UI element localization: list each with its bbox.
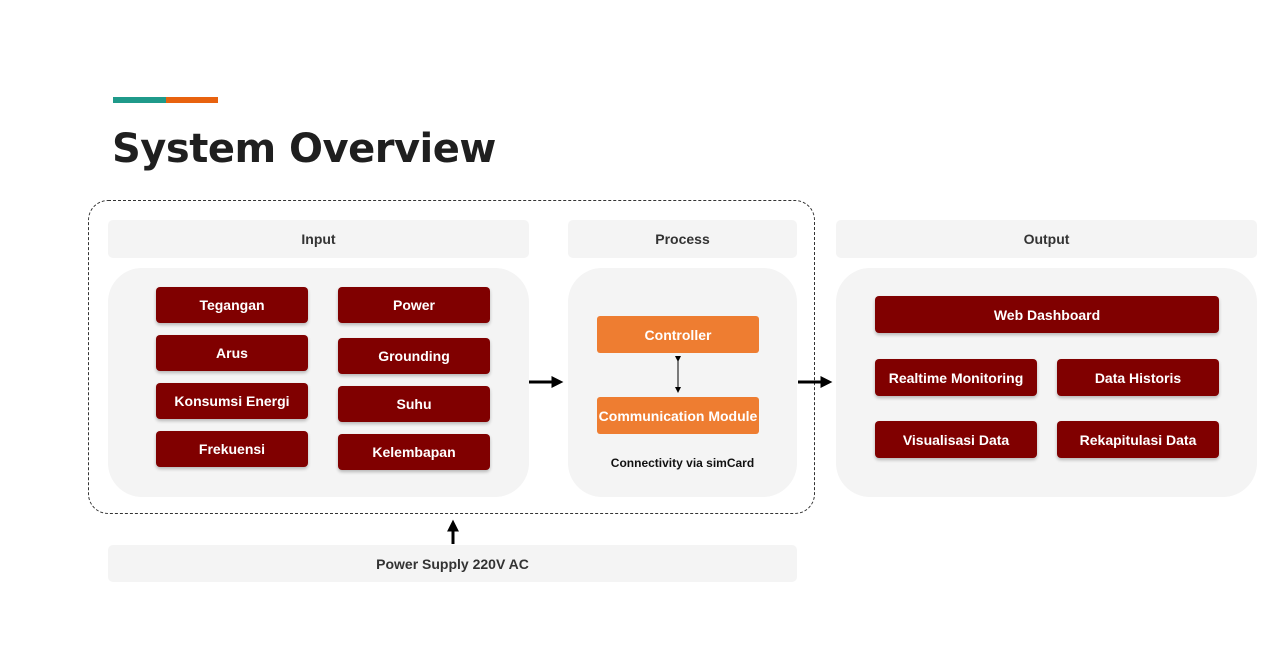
output-header: Output — [836, 220, 1257, 258]
output-data-historis: Data Historis — [1057, 359, 1219, 396]
process-panel — [568, 268, 797, 497]
accent-bar-teal — [113, 97, 166, 103]
input-item-power: Power — [338, 287, 490, 323]
output-realtime-monitoring: Realtime Monitoring — [875, 359, 1037, 396]
input-item-grounding: Grounding — [338, 338, 490, 374]
input-item-suhu: Suhu — [338, 386, 490, 422]
system-boundary — [88, 200, 815, 514]
accent-bar-orange — [166, 97, 218, 103]
controller-box: Controller — [597, 316, 759, 353]
output-visualisasi-data: Visualisasi Data — [875, 421, 1037, 458]
connectivity-caption: Connectivity via simCard — [610, 456, 755, 470]
input-header: Input — [108, 220, 529, 258]
input-item-frekuensi: Frekuensi — [156, 431, 308, 467]
output-web-dashboard: Web Dashboard — [875, 296, 1219, 333]
power-supply-box: Power Supply 220V AC — [108, 545, 797, 582]
output-rekapitulasi-data: Rekapitulasi Data — [1057, 421, 1219, 458]
process-header: Process — [568, 220, 797, 258]
slide-title: System Overview — [112, 126, 496, 172]
communication-module-box: Communication Module — [597, 397, 759, 434]
input-item-kelembapan: Kelembapan — [338, 434, 490, 470]
input-item-tegangan: Tegangan — [156, 287, 308, 323]
input-item-konsumsi-energi: Konsumsi Energi — [156, 383, 308, 419]
input-item-arus: Arus — [156, 335, 308, 371]
